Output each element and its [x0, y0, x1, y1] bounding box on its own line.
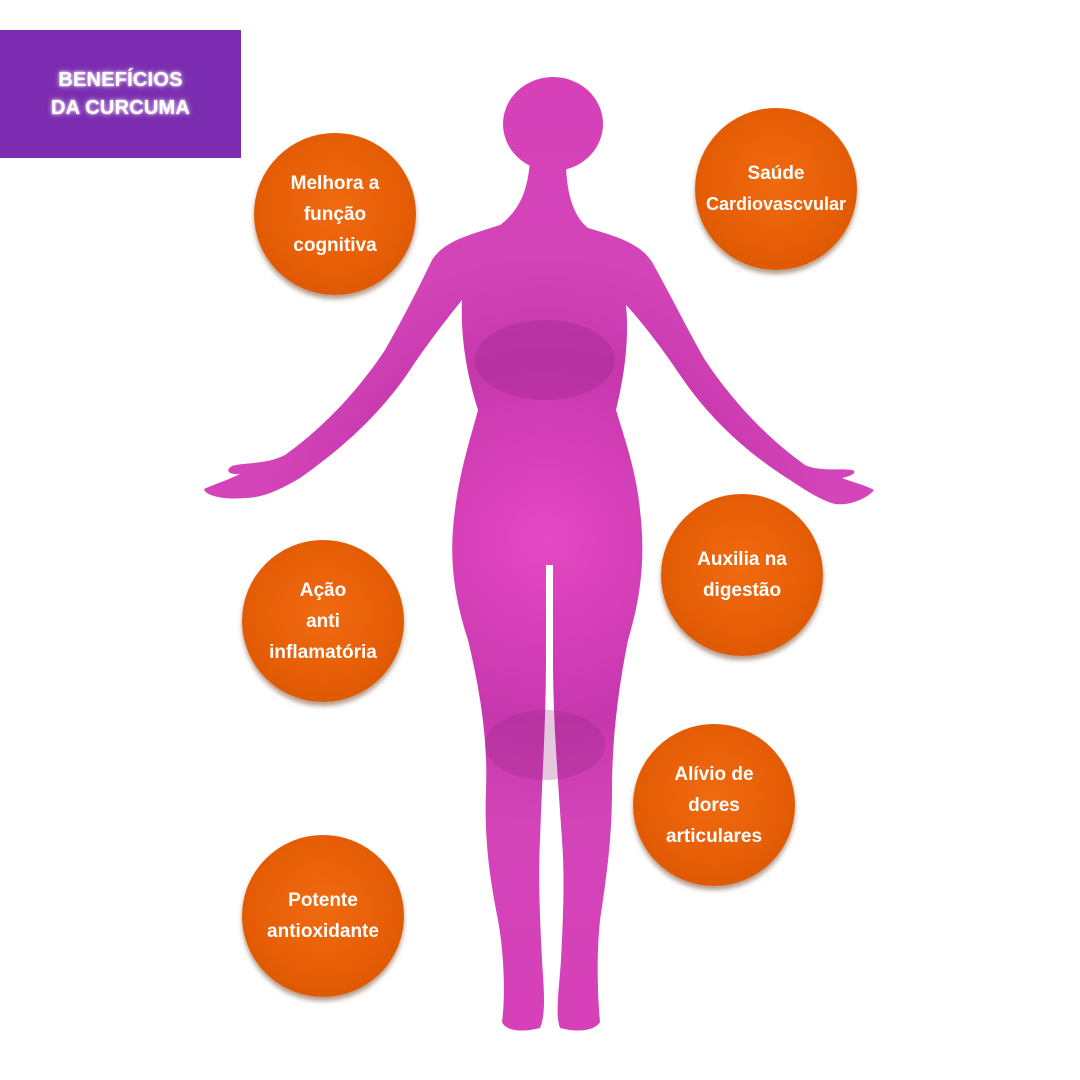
silhouette-head [503, 77, 603, 171]
silhouette-body [204, 160, 874, 1031]
title-box: BENEFÍCIOS DA CURCUMA [0, 30, 241, 158]
benefit-cardiovascular-line-2: Cardiovascvular [705, 194, 847, 214]
title-line-2: DA CURCUMA [50, 97, 191, 119]
benefit-joint-pain-line-3: articulares [665, 825, 763, 847]
benefit-anti-inflammatory-line-2: anti [306, 610, 340, 632]
benefit-joint-pain: Alívio de dores articulares [633, 724, 795, 886]
benefit-cognitive: Melhora a função cognitiva [254, 133, 416, 295]
benefit-cardiovascular-line-1: Saúde [747, 163, 805, 184]
benefit-anti-inflammatory-line-1: Ação [299, 579, 347, 601]
benefit-anti-inflammatory-line-3: inflamatória [269, 641, 377, 663]
benefit-cardiovascular: Saúde Cardiovascvular [695, 108, 857, 270]
benefit-antioxidant: Potente antioxidante [242, 835, 404, 997]
benefit-joint-pain-line-1: Alívio de [674, 763, 754, 785]
benefit-digestion: Auxilia na digestão [661, 494, 823, 656]
benefit-joint-pain-line-2: dores [688, 794, 740, 816]
page-title: BENEFÍCIOS DA CURCUMA [51, 66, 190, 122]
title-line-1: BENEFÍCIOS [58, 69, 183, 91]
benefit-digestion-line-2: digestão [702, 580, 782, 601]
benefit-anti-inflammatory: Ação anti inflamatória [242, 540, 404, 702]
benefit-cognitive-line-2: função [303, 203, 367, 225]
benefit-digestion-line-1: Auxilia na [697, 549, 787, 570]
benefit-cognitive-line-1: Melhora a [290, 172, 380, 194]
benefit-cognitive-line-3: cognitiva [293, 234, 377, 256]
benefit-antioxidant-line-1: Potente [288, 890, 358, 911]
benefit-antioxidant-line-2: antioxidante [267, 921, 379, 942]
